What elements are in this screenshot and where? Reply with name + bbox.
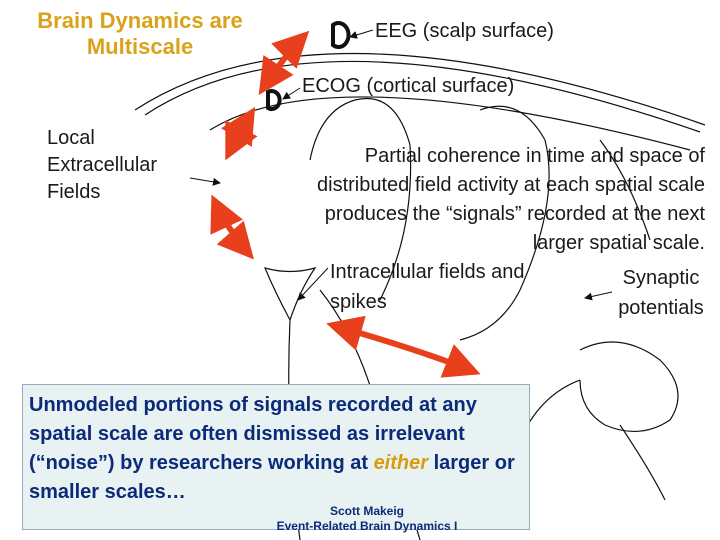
neuron-soma xyxy=(263,266,317,322)
local-fields-label: Local Extracellular Fields xyxy=(47,127,158,203)
eeg-pointer xyxy=(349,29,374,39)
scale-arrow-bottom xyxy=(326,315,481,378)
synaptic-label: Synaptic potentials xyxy=(618,267,704,319)
credit-author: Scott Makeig xyxy=(329,504,404,518)
intracellular-pointer xyxy=(297,267,329,301)
scalp-surface-line xyxy=(134,52,706,126)
credit-block: Scott Makeig Event-Related Brain Dynamic… xyxy=(250,504,484,534)
page-title: Brain Dynamics are Multiscale xyxy=(37,8,243,59)
local-fields-pointer xyxy=(189,177,221,186)
dendrite-lines xyxy=(309,98,651,341)
eeg-electrode-icon xyxy=(331,21,351,49)
unmodeled-note-box: Unmodeled portions of signals recorded a… xyxy=(22,384,530,530)
synaptic-axon xyxy=(519,379,666,501)
eeg-label: EEG (scalp surface) xyxy=(375,20,554,42)
scale-arrow-upper xyxy=(221,106,258,161)
scale-arrow-middle xyxy=(210,194,254,260)
credit-course: Event-Related Brain Dynamics I xyxy=(276,519,458,533)
synaptic-pointer xyxy=(584,291,613,301)
unmodeled-text-after: larger or smaller scales… xyxy=(29,452,515,503)
ecog-pointer xyxy=(282,87,301,100)
ecog-label: ECOG (cortical surface) xyxy=(302,75,515,97)
scale-arrow-top xyxy=(258,30,310,96)
partial-coherence-text: Partial coherence in time and space of d… xyxy=(317,145,705,254)
unmodeled-text-before: Unmodeled portions of signals recorded a… xyxy=(29,394,477,474)
synaptic-bulb xyxy=(579,341,679,433)
intracellular-label: Intracellular fields and spikes xyxy=(330,261,525,313)
ecog-electrode-icon xyxy=(266,89,282,111)
scalp-surface-line-inner xyxy=(144,60,701,133)
unmodeled-emphasis: either xyxy=(373,452,429,474)
